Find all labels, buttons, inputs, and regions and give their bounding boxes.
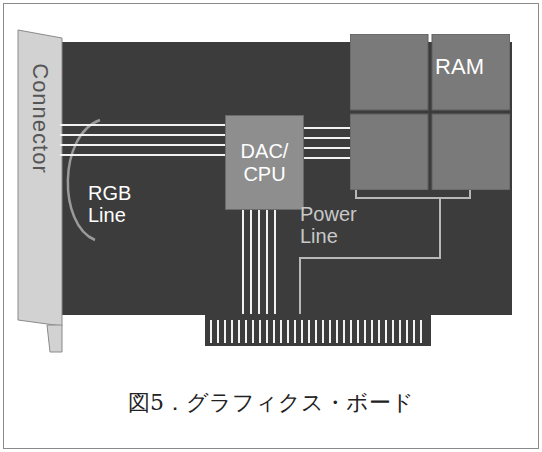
mounting-bracket bbox=[18, 30, 62, 326]
pin bbox=[336, 320, 338, 343]
pin bbox=[350, 320, 352, 343]
ram-chip-grid bbox=[350, 34, 510, 190]
signal-wire bbox=[304, 157, 350, 159]
node-text: Connector bbox=[28, 63, 53, 174]
pin bbox=[343, 320, 345, 343]
bracket-tab bbox=[47, 325, 62, 352]
power-line-label: Power Line bbox=[300, 203, 374, 247]
pin bbox=[231, 320, 233, 343]
pin bbox=[245, 320, 247, 343]
pin bbox=[308, 320, 310, 343]
edge-pins bbox=[211, 320, 421, 343]
pin bbox=[238, 320, 240, 343]
ram-chip bbox=[350, 114, 428, 190]
ram-chip bbox=[432, 114, 510, 190]
pin bbox=[406, 320, 408, 343]
ram-chips: RAM bbox=[350, 34, 510, 190]
pin bbox=[280, 320, 282, 343]
pin bbox=[259, 320, 261, 343]
signal-wire bbox=[304, 137, 350, 139]
ram-chip bbox=[432, 34, 510, 110]
pin bbox=[329, 320, 331, 343]
pin bbox=[224, 320, 226, 343]
signal-bus bbox=[304, 128, 350, 158]
rgb-line-label: RGB Line bbox=[88, 182, 152, 226]
figure-caption: 図5．グラフィクス・ボード bbox=[128, 390, 414, 416]
dac-cpu-chip: DAC/ CPU bbox=[225, 115, 304, 210]
bus-lines bbox=[243, 210, 275, 314]
pin bbox=[252, 320, 254, 343]
pin bbox=[357, 320, 359, 343]
signal-wire bbox=[60, 134, 225, 136]
ram-chip bbox=[350, 34, 428, 110]
pin bbox=[364, 320, 366, 343]
pin bbox=[217, 320, 219, 343]
node-text: DAC/ CPU bbox=[226, 140, 303, 186]
bracket-connector: Connector bbox=[20, 40, 60, 316]
pin bbox=[210, 320, 212, 343]
signal-wire bbox=[304, 127, 350, 129]
pin bbox=[273, 320, 275, 343]
pin bbox=[266, 320, 268, 343]
signal-wire bbox=[304, 147, 350, 149]
signal-wire bbox=[60, 144, 225, 146]
node-text: RAM bbox=[435, 54, 484, 79]
pin bbox=[371, 320, 373, 343]
pin bbox=[399, 320, 401, 343]
pin bbox=[392, 320, 394, 343]
pin bbox=[287, 320, 289, 343]
signal-wire bbox=[60, 124, 225, 126]
pin bbox=[385, 320, 387, 343]
power-line bbox=[300, 190, 470, 314]
pin bbox=[378, 320, 380, 343]
pin bbox=[315, 320, 317, 343]
signal-wire bbox=[60, 154, 225, 156]
pin bbox=[294, 320, 296, 343]
pin bbox=[420, 320, 422, 343]
pin bbox=[301, 320, 303, 343]
pin bbox=[322, 320, 324, 343]
pin bbox=[413, 320, 415, 343]
figure-frame bbox=[4, 4, 539, 449]
signal-bus bbox=[60, 125, 225, 155]
edge-connector-tab bbox=[205, 314, 431, 346]
